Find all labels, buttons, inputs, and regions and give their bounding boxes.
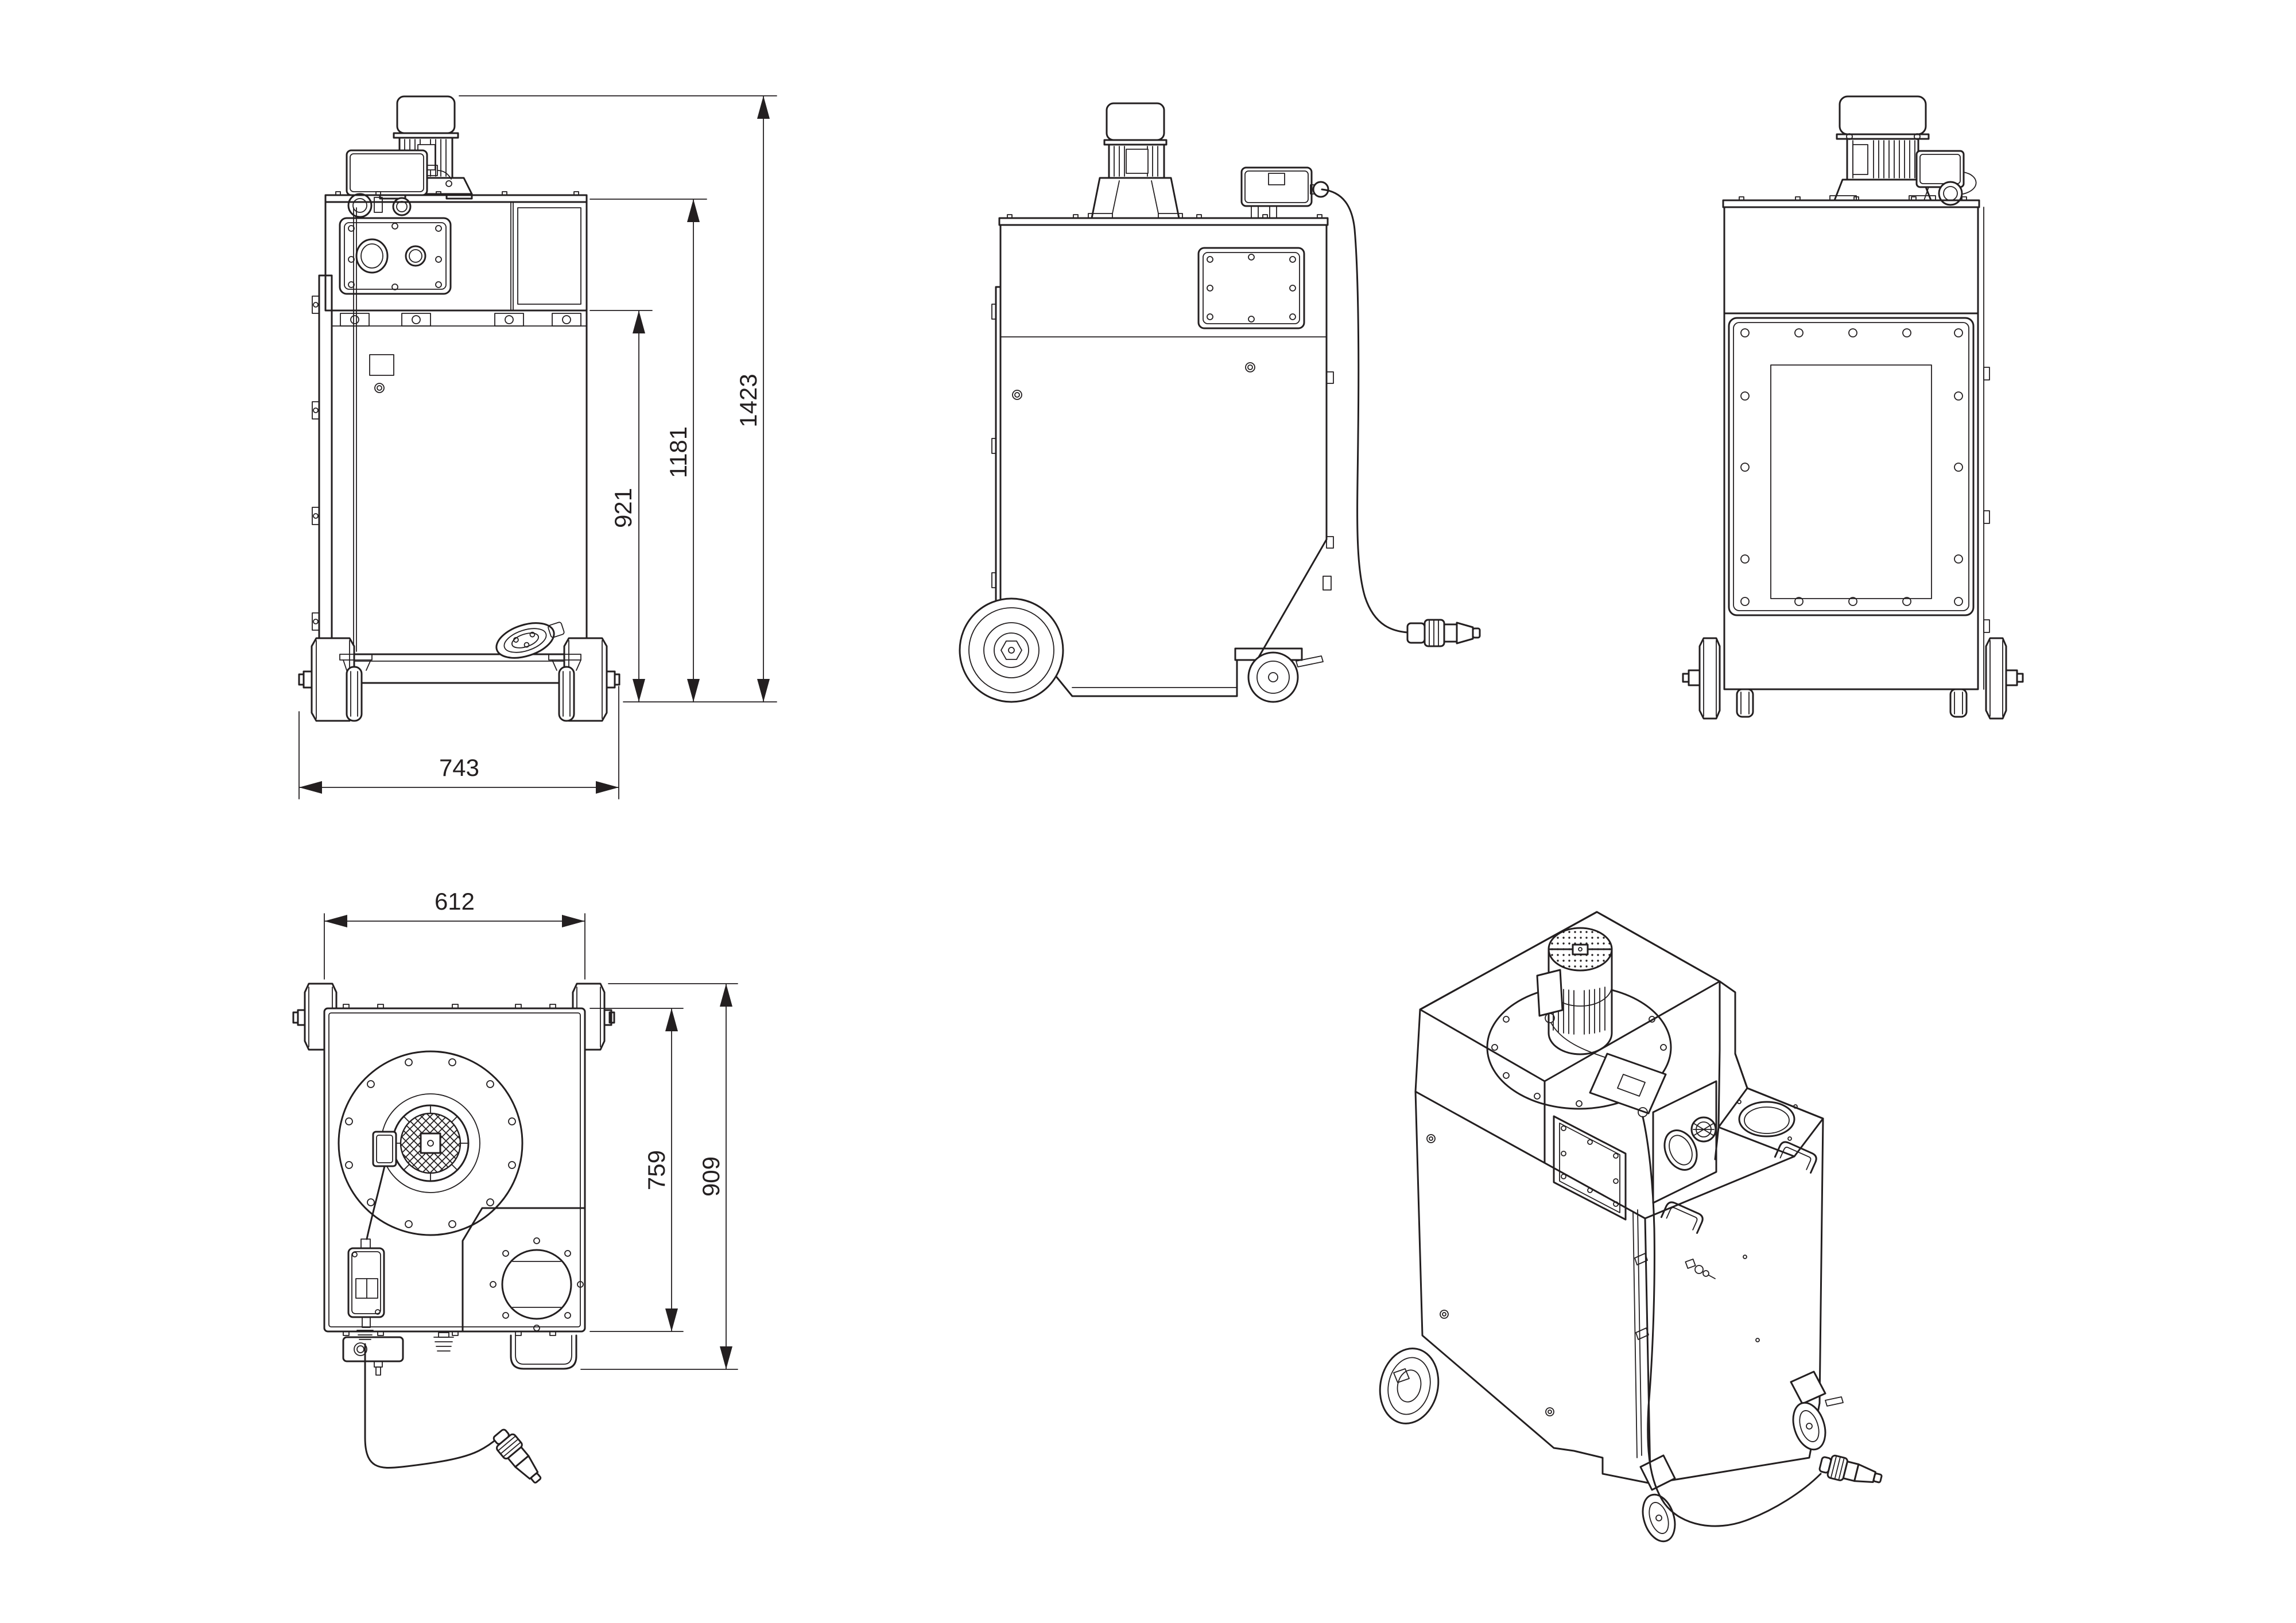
- dim-front-overall-height: 1423: [735, 374, 762, 427]
- top-handle: [510, 1334, 577, 1370]
- side-panel-screws: [1207, 254, 1296, 323]
- iso-wheel: [1379, 1348, 1440, 1424]
- front-rail-tabs: [312, 296, 320, 631]
- iso-inlet-hole: [1737, 1100, 1798, 1141]
- rear-view: [1682, 95, 2024, 720]
- dim-top-body-width: 612: [435, 888, 475, 915]
- iso-fittings: [1426, 1134, 1760, 1416]
- dim-front-body-height: 1181: [665, 426, 692, 478]
- isometric-view: [1379, 911, 1883, 1543]
- rear-wheels: [1682, 637, 2024, 720]
- front-wheels: [298, 637, 620, 722]
- iso-silhouette: [1414, 911, 1824, 1485]
- iso-plug: [1818, 1454, 1883, 1484]
- dim-front-cabinet-height: 921: [610, 488, 637, 528]
- iso-side-panel: [1553, 1115, 1627, 1221]
- iso-motor: [1536, 927, 1613, 1058]
- front-panel-screws: [348, 223, 442, 290]
- side-view: [959, 102, 1481, 703]
- rear-door-screws: [1740, 328, 1963, 606]
- top-control-box: [347, 1131, 397, 1340]
- dim-front-overall-width: 743: [439, 754, 479, 781]
- front-casters: [339, 654, 581, 722]
- side-caster: [1234, 647, 1324, 703]
- iso-handles: [1660, 1141, 1817, 1234]
- iso-oval-panel: [1652, 1080, 1717, 1204]
- front-view: 743 921 1181 1423: [298, 95, 777, 799]
- dim-top-body-depth: 759: [643, 1150, 670, 1190]
- top-dimensions: 612 759 909: [324, 888, 738, 1370]
- top-bottom-fittings: [342, 1332, 577, 1376]
- front-power-inlet: [495, 622, 565, 659]
- side-junction-box: [1240, 166, 1329, 219]
- top-plug: [492, 1428, 542, 1484]
- front-cabinet: [312, 191, 588, 684]
- side-motor: [1088, 102, 1183, 219]
- rear-cabinet: [1722, 196, 1990, 690]
- top-power-cable: [364, 1343, 542, 1484]
- front-dimensions: 743 921 1181 1423: [298, 95, 777, 799]
- side-wheel: [959, 597, 1064, 703]
- top-inlet-section: [461, 1207, 586, 1333]
- dim-top-overall-depth: 909: [697, 1156, 724, 1197]
- rear-mesh-grille: [1770, 364, 1932, 599]
- top-body: [323, 1004, 586, 1336]
- rear-motor: [1829, 95, 1977, 206]
- side-power-cable: [1321, 188, 1481, 647]
- top-view: 612 759 909: [292, 888, 738, 1484]
- side-plug: [1406, 619, 1481, 647]
- iso-power-cable: [1642, 1116, 1883, 1527]
- rear-casters: [1736, 688, 1968, 718]
